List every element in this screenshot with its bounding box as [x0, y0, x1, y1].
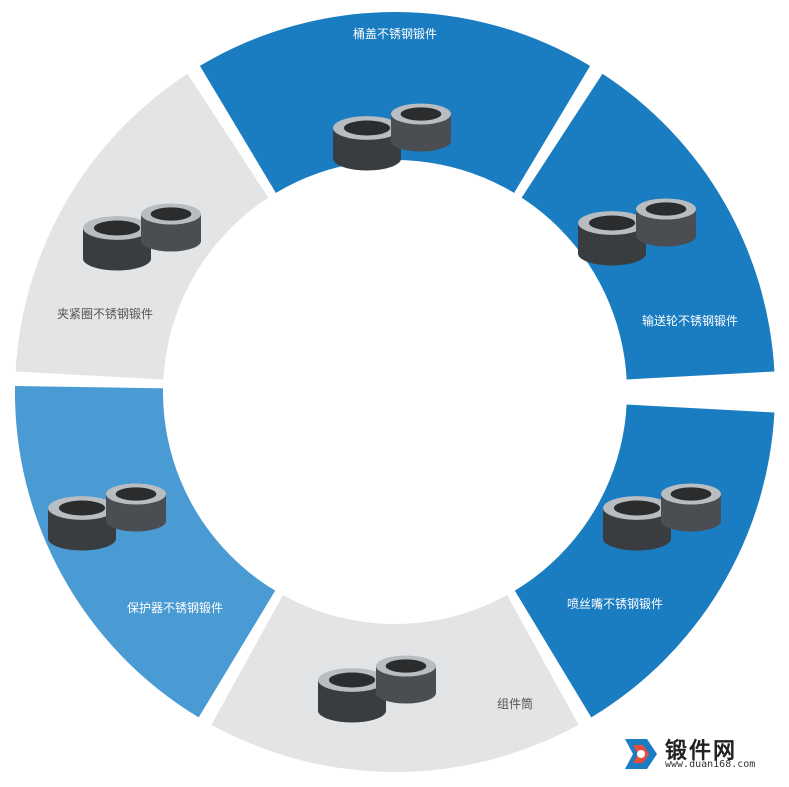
- product-image-bucket-lid: [333, 103, 451, 171]
- logo-url: www.duan168.com: [665, 759, 756, 770]
- product-image-clamp-ring: [83, 203, 201, 271]
- product-image-conveyor-wheel: [578, 198, 696, 266]
- logo-title: 锻件网: [665, 739, 738, 764]
- logo-mark-icon: [625, 739, 657, 769]
- segment-label-conveyor-wheel: 输送轮不锈钢锻件: [642, 313, 738, 328]
- segment-label-component-tube: 组件筒: [497, 696, 533, 711]
- segment-label-bucket-lid: 桶盖不锈钢锻件: [353, 26, 437, 41]
- ring-center-hole: [163, 160, 627, 624]
- product-image-spray-nozzle: [603, 483, 721, 551]
- segment-label-spray-nozzle: 喷丝嘴不锈钢锻件: [567, 597, 663, 611]
- site-logo[interactable]: 锻件网 www.duan168.com: [621, 731, 771, 777]
- segment-label-protector: 保护器不锈钢锻件: [127, 601, 223, 615]
- product-image-protector: [48, 483, 166, 551]
- product-image-component-tube: [318, 655, 436, 723]
- segment-label-clamp-ring: 夹紧圈不锈钢锻件: [57, 307, 153, 321]
